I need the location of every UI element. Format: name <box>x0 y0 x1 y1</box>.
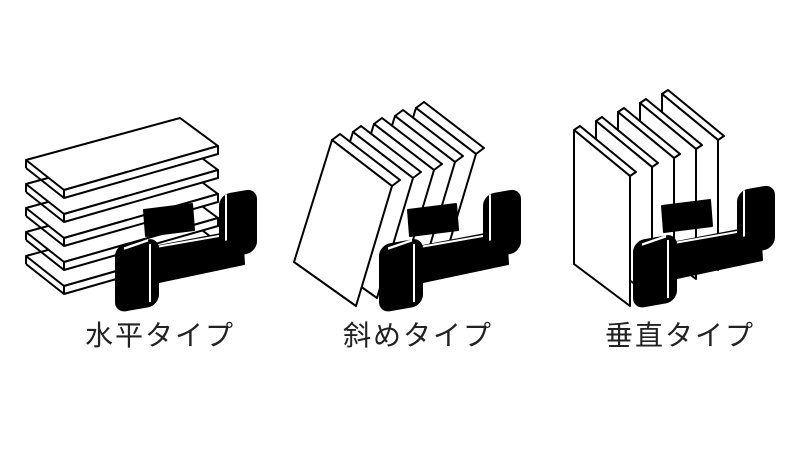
panel-horizontal <box>25 117 258 314</box>
vertical-card-stack-icon <box>573 89 725 307</box>
panel-vertical <box>573 89 776 310</box>
horizontal-card-stack-icon <box>25 117 219 295</box>
caption-horizontal: 水平タイプ <box>84 319 235 352</box>
caption-diagonal: 斜めタイプ <box>342 319 493 352</box>
caption-vertical: 垂直タイプ <box>604 319 755 352</box>
panel-diagonal <box>293 101 522 314</box>
diagonal-card-stack-icon <box>293 101 485 307</box>
